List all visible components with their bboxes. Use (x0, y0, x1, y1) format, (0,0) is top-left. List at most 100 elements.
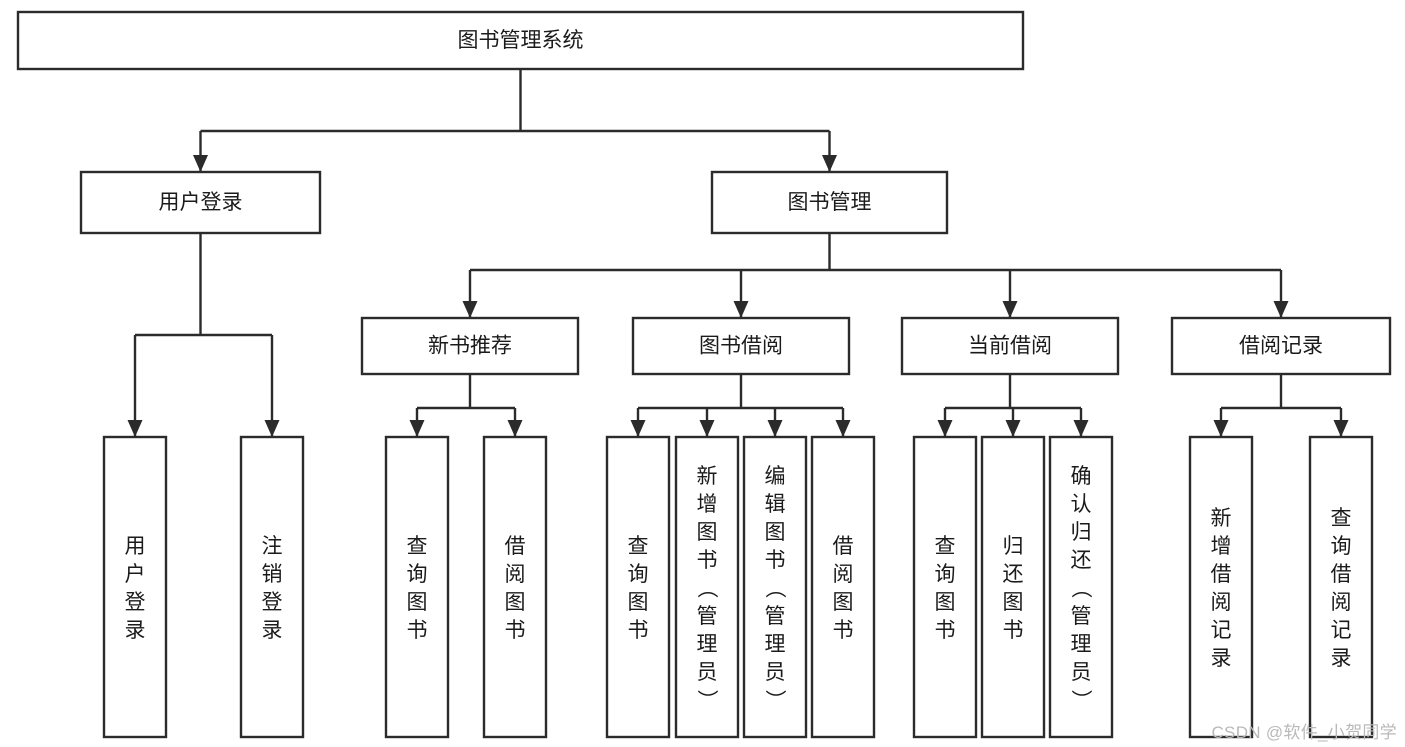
node-label-char: （ (1069, 577, 1092, 598)
node-label-char: 理 (765, 633, 786, 656)
node-l-logout[interactable]: 注销登录注销登录 (239, 435, 305, 739)
node-box-bookmgmt (710, 170, 949, 235)
node-label-char: 书 (697, 549, 718, 572)
node-label-char: 登 (262, 591, 283, 614)
node-box-c-confirm (1048, 435, 1114, 739)
node-label-char: 增 (1211, 535, 1232, 558)
node-n-query[interactable]: 查询图书查询图书 (384, 435, 450, 739)
node-label-char: 书 (505, 619, 526, 642)
arrow-head-icon (822, 155, 837, 172)
node-label-char: 还 (1003, 563, 1024, 586)
node-label-char: ） (763, 689, 786, 710)
node-label-char: 图 (833, 591, 854, 614)
node-label-char: 阅 (1211, 591, 1232, 614)
node-label-char: 登 (125, 591, 146, 614)
node-b-borrow[interactable]: 借阅图书借阅图书 (810, 435, 876, 739)
node-label-char: 销 (262, 563, 283, 586)
node-label-char: 书 (628, 619, 649, 642)
node-box-b-borrow (810, 435, 876, 739)
node-box-c-query (912, 435, 978, 739)
node-login[interactable]: 用户登录 (79, 170, 322, 235)
node-label-char: 员 (697, 661, 718, 684)
node-label-char: 图 (697, 521, 718, 544)
node-label-char: 录 (1211, 647, 1232, 670)
node-label-char: ） (695, 689, 718, 710)
node-label-char: 确 (1071, 465, 1092, 488)
node-label-char: （ (695, 577, 718, 598)
arrow-head-icon (937, 420, 953, 437)
node-label-char: 用 (125, 535, 146, 558)
arrow-head-icon (1002, 301, 1018, 318)
node-label-char: 录 (262, 619, 283, 642)
node-label-current: 当前借阅 (968, 335, 1052, 358)
node-records[interactable]: 借阅记录 (1170, 316, 1392, 376)
arrow-head-icon (699, 420, 715, 437)
node-label-char: 注 (262, 535, 283, 558)
node-label-char: ） (1069, 689, 1092, 710)
arrow-head-icon (127, 420, 143, 437)
node-label-char: 询 (628, 563, 649, 586)
node-label-char: 还 (1071, 549, 1092, 572)
node-box-l-login (102, 435, 168, 739)
node-box-records (1170, 316, 1392, 376)
node-label-borrow: 图书借阅 (699, 335, 783, 358)
node-c-return[interactable]: 归还图书归还图书 (980, 435, 1046, 739)
node-box-login (79, 170, 322, 235)
node-borrow[interactable]: 图书借阅 (631, 316, 851, 376)
node-root[interactable]: 图书管理系统 (16, 10, 1025, 71)
node-box-n-borrow (482, 435, 548, 739)
arrow-head-icon (1273, 301, 1289, 318)
node-newbook[interactable]: 新书推荐 (360, 316, 580, 376)
node-r-add[interactable]: 新增借阅记录新增借阅记录 (1188, 435, 1254, 739)
arrow-head-icon (733, 301, 749, 318)
node-label-root: 图书管理系统 (458, 29, 584, 52)
node-label-char: 书 (765, 549, 786, 572)
node-label-char: 查 (407, 535, 428, 558)
node-label-char: 户 (125, 563, 146, 586)
node-box-b-query (605, 435, 671, 739)
node-label-char: 书 (1003, 619, 1024, 642)
node-r-query[interactable]: 查询借阅记录查询借阅记录 (1308, 435, 1374, 739)
node-l-login[interactable]: 用户登录用户登录 (102, 435, 168, 739)
node-box-c-return (980, 435, 1046, 739)
arrow-head-icon (1073, 420, 1089, 437)
node-label-char: （ (763, 577, 786, 598)
node-label-char: 理 (697, 633, 718, 656)
node-label-char: 借 (833, 535, 854, 558)
node-label-char: 借 (1331, 563, 1352, 586)
node-b-query[interactable]: 查询图书查询图书 (605, 435, 671, 739)
node-label-char: 图 (505, 591, 526, 614)
node-label-char: 录 (125, 619, 146, 642)
node-n-borrow[interactable]: 借阅图书借阅图书 (482, 435, 548, 739)
node-label-char: 管 (1071, 605, 1092, 628)
node-box-b-edit (742, 435, 808, 739)
node-label-char: 阅 (1331, 591, 1352, 614)
arrow-head-icon (1333, 420, 1349, 437)
node-current[interactable]: 当前借阅 (900, 316, 1120, 376)
node-label-char: 查 (1331, 507, 1352, 530)
node-label-char: 书 (935, 619, 956, 642)
node-label-char: 理 (1071, 633, 1092, 656)
node-layer: 图书管理系统用户登录图书管理新书推荐图书借阅当前借阅借阅记录用户登录用户登录注销… (16, 10, 1392, 739)
node-label-char: 书 (407, 619, 428, 642)
node-label-char: 增 (697, 493, 718, 516)
node-c-query[interactable]: 查询图书查询图书 (912, 435, 978, 739)
node-label-char: 新 (1211, 507, 1232, 530)
node-label-char: 查 (628, 535, 649, 558)
node-box-r-add (1188, 435, 1254, 739)
node-box-borrow (631, 316, 851, 376)
node-label-char: 管 (765, 605, 786, 628)
node-label-char: 图 (765, 521, 786, 544)
node-label-char: 编 (765, 465, 786, 488)
node-label-char: 阅 (833, 563, 854, 586)
node-box-r-query (1308, 435, 1374, 739)
node-label-bookmgmt: 图书管理 (788, 191, 872, 214)
connector-layer (127, 69, 1349, 437)
arrow-head-icon (409, 420, 425, 437)
node-bookmgmt[interactable]: 图书管理 (710, 170, 949, 235)
